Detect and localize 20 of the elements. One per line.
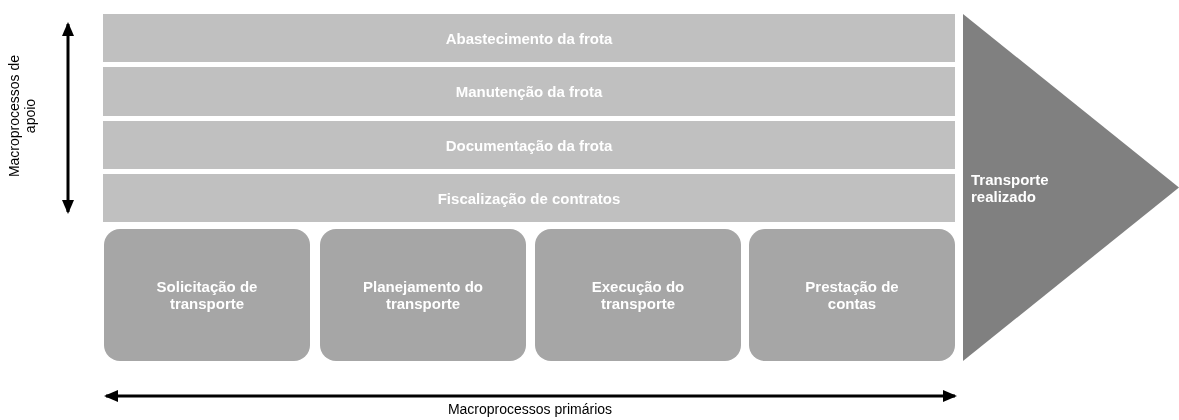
chevron-arrow — [963, 14, 1179, 361]
node-label: Execução do transporte — [590, 278, 686, 312]
process-band — [103, 67, 955, 116]
node-label: Fiscalização de contratos — [437, 189, 621, 207]
process-box — [535, 229, 741, 361]
node-label: Planejamento do transporte — [362, 278, 484, 312]
node-label: Manutenção da frota — [455, 83, 603, 100]
process-box — [749, 229, 955, 361]
node-label: Prestação de contas — [804, 278, 900, 312]
node-label: Abastecimento da frota — [445, 29, 613, 47]
process-box — [320, 229, 526, 361]
process-band — [103, 174, 955, 222]
process-band — [103, 14, 955, 62]
process-band — [103, 121, 955, 169]
node-label: Transporte realizado — [971, 170, 1050, 205]
process-box — [104, 229, 310, 361]
node-label: Solicitação de transporte — [155, 278, 259, 312]
node-label: Documentação da frota — [445, 136, 613, 154]
axis-label: Macroprocessos primários — [446, 401, 614, 417]
axis-label: Macroprocessos de apoio — [6, 53, 38, 180]
